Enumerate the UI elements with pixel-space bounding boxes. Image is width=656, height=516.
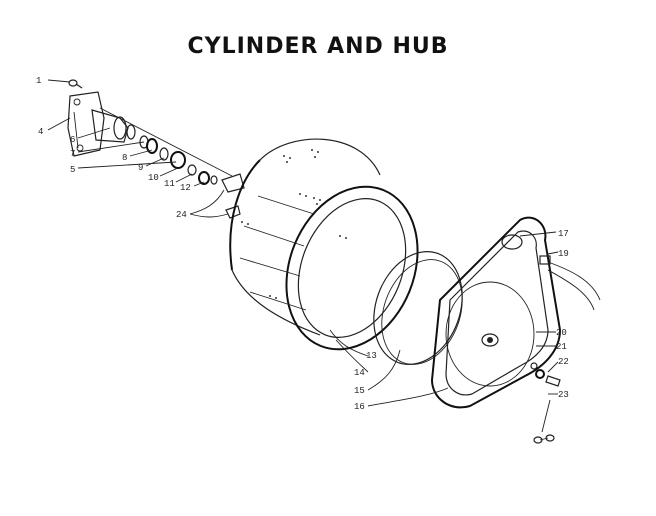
part-screw-1 (47, 79, 83, 89)
part-rear-bulkhead (430, 216, 562, 409)
callout-13: 13 (366, 351, 377, 361)
callout-22: 22 (558, 357, 569, 367)
callout-21: 21 (556, 342, 567, 352)
callout-9: 9 (138, 163, 143, 173)
part-belt-bracket (539, 255, 601, 311)
part-bolts-23 (533, 399, 555, 444)
callout-17: 17 (558, 229, 569, 239)
callout-4: 4 (38, 127, 43, 137)
callout-6: 6 (70, 135, 75, 145)
part-drum-cylinder (229, 138, 419, 351)
callout-19: 19 (558, 249, 569, 259)
part-seal-ring (373, 251, 463, 365)
part-hub-cylinder (91, 109, 136, 143)
callout-7: 7 (70, 149, 75, 159)
callout-11: 11 (164, 179, 175, 189)
callout-20: 20 (556, 328, 567, 338)
callout-15: 15 (354, 386, 365, 396)
callout-10: 10 (148, 173, 159, 183)
part-bearing-stack (139, 135, 218, 185)
callout-16: 16 (354, 402, 365, 412)
callout-12: 12 (180, 183, 191, 193)
callout-24: 24 (176, 210, 187, 220)
callout-5: 5 (70, 165, 75, 175)
callout-8: 8 (122, 153, 127, 163)
callout-14: 14 (354, 368, 365, 378)
diagram-title: CYLINDER AND HUB (187, 34, 449, 59)
part-bearing-housing (67, 91, 105, 157)
callout-23: 23 (558, 390, 569, 400)
part-fasteners (530, 362, 561, 387)
callout-1: 1 (36, 76, 41, 86)
part-shaft-axis (99, 107, 233, 177)
leader-lines (47, 117, 559, 407)
